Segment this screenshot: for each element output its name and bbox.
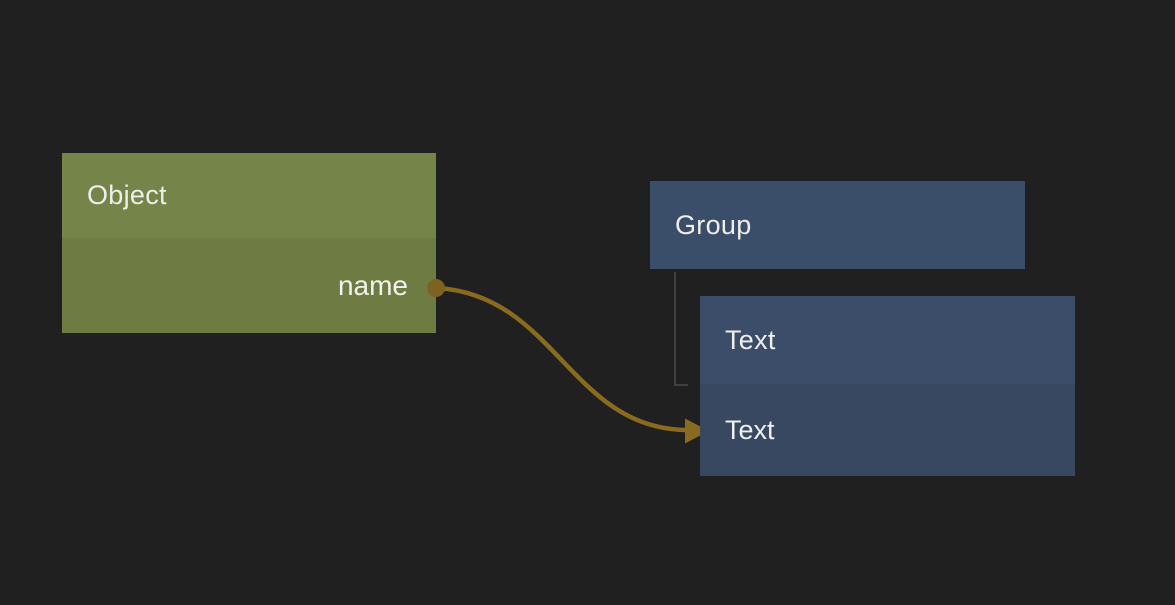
edge-object-name-to-text[interactable]: [435, 285, 689, 433]
node-object[interactable]: Object name: [62, 153, 445, 333]
node-group[interactable]: Group: [650, 181, 1025, 269]
node-text-row-label: Text: [725, 414, 775, 445]
tree-connector-line: [674, 272, 688, 386]
node-object-body: name: [62, 238, 445, 333]
node-text-title-bar: Text: [700, 296, 1075, 384]
node-object-title-bar: Object: [62, 153, 436, 238]
node-group-title-bar: Group: [650, 181, 1025, 269]
output-port-dot[interactable]: [427, 279, 445, 297]
output-row-name: name: [62, 238, 436, 333]
node-group-title: Group: [675, 209, 752, 240]
node-text-row[interactable]: Text: [700, 384, 1075, 476]
output-label-name: name: [337, 269, 408, 301]
node-text[interactable]: Text Text: [700, 296, 1075, 476]
node-object-title: Object: [87, 180, 167, 210]
node-text-title: Text: [725, 324, 776, 355]
